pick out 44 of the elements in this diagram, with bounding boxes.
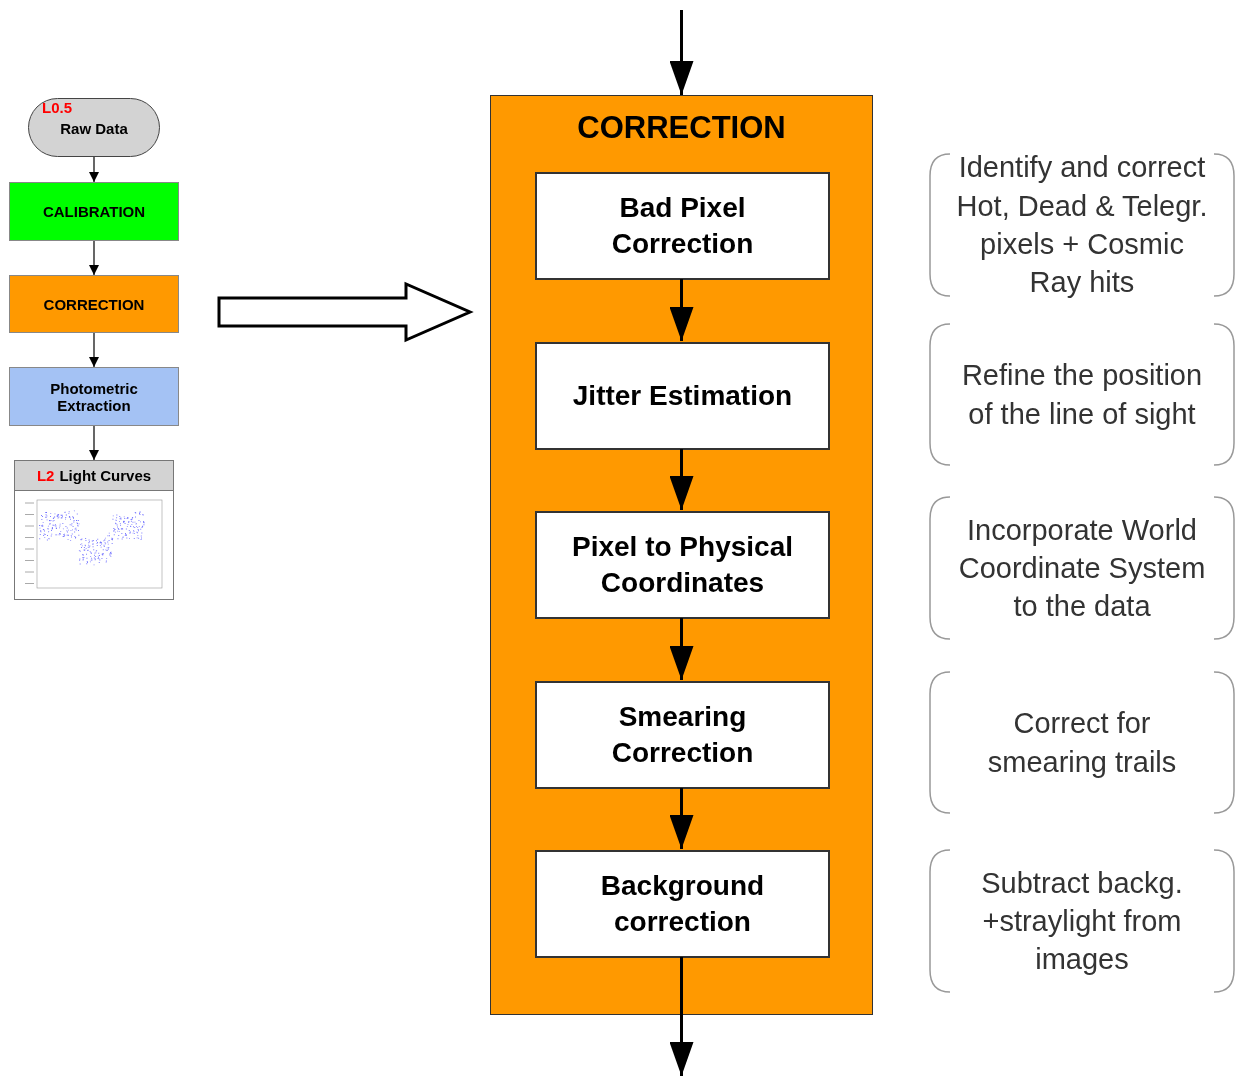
node-label: Raw Data [60,120,128,137]
bracket-note [928,152,1236,298]
node-label: Smearing Correction [610,699,755,770]
node-label: Bad Pixel Correction [610,190,755,261]
arrow [669,449,694,510]
arrow [89,156,99,183]
process-box [535,342,830,450]
bracket-note [928,670,1236,815]
output-panel [14,460,174,600]
note-text: Correct for smearing trails [986,706,1178,780]
arrow [669,788,694,849]
node-label: Pixel to Physical Coordinates [571,529,794,600]
arrow [89,425,99,461]
level-label: L0.5 [42,99,72,116]
note-text: Refine the position of the line of sight [960,358,1204,432]
node-label: Jitter Estimation [572,378,793,413]
note-text: Incorporate World Coordinate System to the data [957,512,1207,625]
node-label: Photometric Extraction [49,379,139,414]
process-box [535,511,830,619]
arrow [89,240,99,276]
note-text: Identify and correct Hot, Dead & Telegr. pixels + Cosmic Ray hits [955,150,1209,301]
block-arrow [217,281,474,343]
arrow [669,618,694,680]
bracket-note [928,848,1236,994]
arrow [89,332,99,368]
node-label: Light Curves [59,467,152,484]
node-label: CORRECTION [43,295,145,313]
process-box [535,850,830,958]
arrow [669,957,694,1076]
bracket-note [928,495,1236,641]
note-text: Subtract backg. +straylight from images [980,865,1184,978]
bracket-note [928,322,1236,467]
node-label: CALIBRATION [42,203,146,220]
stage-panel [490,95,873,1015]
arrow [669,279,694,341]
level-label: L2 [36,467,55,484]
process-box [535,172,830,280]
arrow [669,10,694,95]
node-label: Background correction [599,868,766,939]
process-box [9,182,179,241]
process-box [9,367,179,426]
process-box [535,681,830,789]
panel-title: CORRECTION [577,110,786,146]
process-box [9,275,179,333]
